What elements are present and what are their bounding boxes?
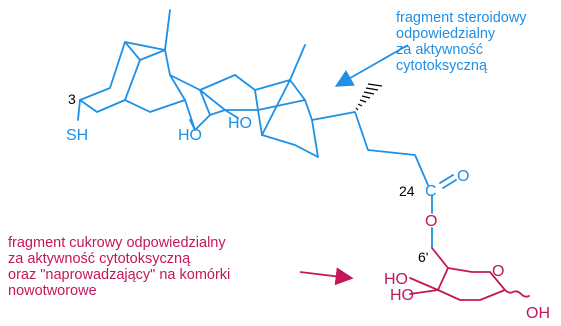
label-ho-lower: HO [390,287,414,304]
anomeric-wavy-bond [504,289,530,298]
carbonyl-double-1 [439,174,454,184]
ring-e [261,99,319,158]
steroid-annotation-line-3: za aktywność [396,42,484,58]
sugar-lower [437,267,506,301]
steroid-annotation-line-1: fragment steroidowy [396,10,527,26]
hashed-wedge-methyl [355,83,383,111]
label-ho-right: HO [228,115,252,132]
ring-b-bond [139,49,166,61]
ring-d-down [257,109,263,136]
label-ring-o: O [492,263,504,280]
label-c3: 3 [68,91,76,107]
sugar-ho-upper-bond [409,277,439,291]
steroid-skeleton [77,9,457,249]
sugar-arrow [299,267,354,286]
label-ho-left: HO [178,127,202,144]
ring-c-lower [209,74,259,116]
label-carbonyl-c: C [425,183,437,200]
ring-c-diag [199,89,226,111]
label-oh: OH [526,305,550,321]
oh-left-bond [189,119,196,131]
ring-a [79,41,141,113]
ring-b [124,41,186,113]
sugar-annotation-line-4: nowotworowe [8,283,97,299]
steroid-annotation-line-2: odpowiedzialny [396,26,496,42]
label-ester-o: O [425,213,437,230]
ring-d-cross [261,79,291,136]
sugar-annotation-line-3: oraz "naprowadzający" na komórki [8,267,231,283]
c3-sh-bond [77,99,81,121]
label-c6prime: 6' [418,249,428,265]
carbonyl-double-2 [442,179,457,189]
side-chain [311,111,429,186]
sugar-annotation: fragment cukrowy odpowiedzialny za aktyw… [8,235,230,299]
oh-right-bond [224,109,239,119]
label-sh: SH [66,127,88,144]
steroid-annotation-line-4: cytotoksyczną [396,58,488,74]
sugar-annotation-line-2: za aktywność cytotoksyczną [8,251,191,267]
c13-methyl [289,44,306,81]
ring-d [254,79,306,111]
sugar-upper [431,247,506,291]
sugar-ho-lower-bond [409,289,439,295]
label-ho-upper: HO [384,271,408,288]
label-carbonyl-o: O [457,168,469,185]
c10-methyl [164,9,171,51]
steroid-annotation: fragment steroidowy odpowiedzialny za ak… [396,10,527,74]
ring-c-bond [199,74,236,91]
sugar-ring [409,247,530,301]
steroid-arrow [334,44,409,87]
label-c24: 24 [399,183,415,199]
sugar-annotation-line-1: fragment cukrowy odpowiedzialny [8,235,226,251]
